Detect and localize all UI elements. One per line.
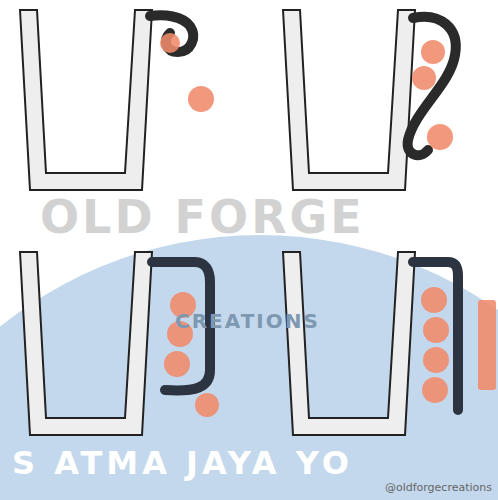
watermark-text: CREATIONS (175, 309, 320, 333)
cup-shapes (20, 10, 415, 435)
watermark-seal (0, 235, 498, 500)
credit-handle: @oldforgecreations (385, 481, 492, 494)
watermark-text: S ATMA JAYA YO (12, 444, 353, 482)
watermark-text: OLD FORGE (40, 190, 365, 244)
